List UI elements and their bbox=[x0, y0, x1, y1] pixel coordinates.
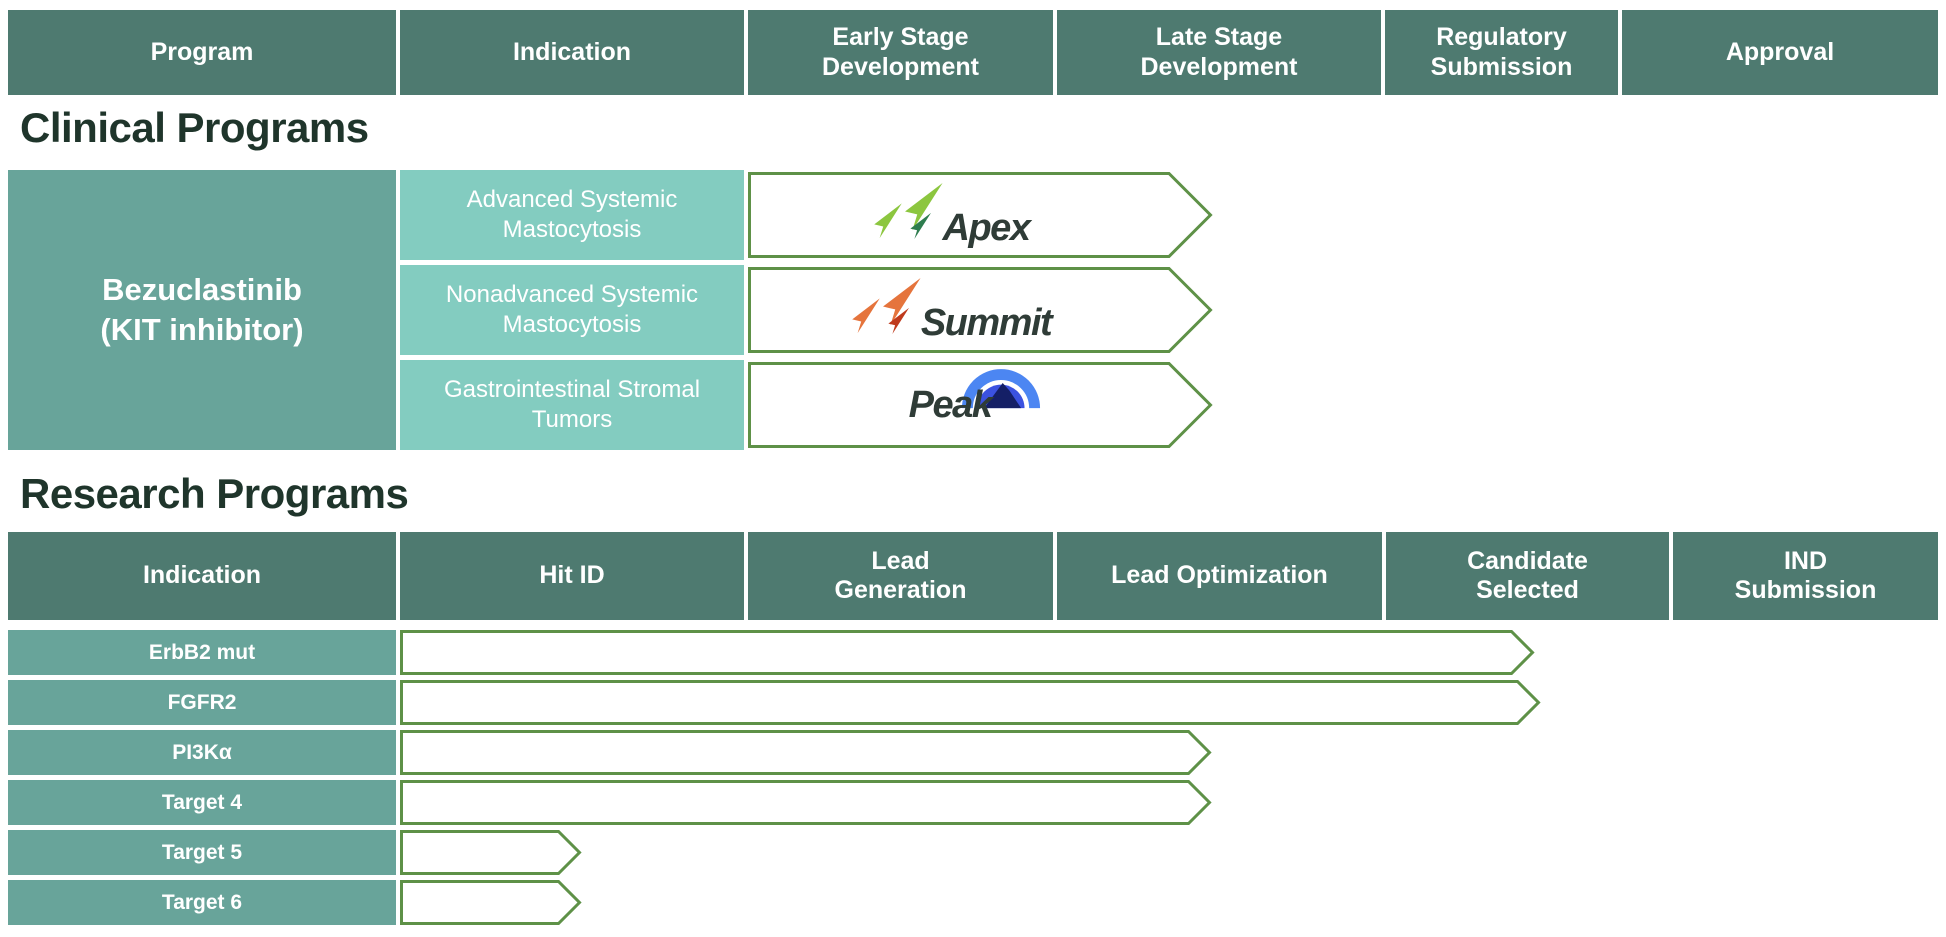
research-row-label-pi3k: PI3Kα bbox=[8, 730, 396, 775]
clinical-section-title: Clinical Programs bbox=[20, 104, 369, 151]
stage-progress-arrow-shape bbox=[400, 680, 1541, 725]
research-row-label-target-5: Target 5 bbox=[8, 830, 396, 875]
trial-logo-slot: Summit bbox=[748, 267, 1212, 353]
summit-trial-logo: Summit bbox=[849, 278, 1053, 344]
stage-progress-arrow-shape bbox=[748, 172, 1213, 258]
trial-name-label: Apex bbox=[942, 207, 1031, 249]
research-stage-arrow-fgfr2 bbox=[400, 680, 1541, 725]
stage-progress-arrow-shape bbox=[400, 830, 582, 875]
header-cell-late-stage-development: Late Stage Development bbox=[1057, 10, 1381, 95]
indication-cell-summit: Nonadvanced Systemic Mastocytosis bbox=[400, 265, 744, 355]
apex-darts-icon bbox=[873, 183, 943, 239]
header-cell-hit-id: Hit ID bbox=[400, 532, 744, 620]
program-cell-bezuclastinib: Bezuclastinib (KIT inhibitor) bbox=[8, 170, 396, 450]
clinical-stage-arrow-apex: Apex bbox=[748, 172, 1213, 258]
summit-darts-icon bbox=[852, 278, 921, 334]
indication-cell-apex: Advanced Systemic Mastocytosis bbox=[400, 170, 744, 260]
clinical-stage-arrow-peak: Peak bbox=[748, 362, 1213, 448]
clinical-stage-arrow-summit: Summit bbox=[748, 267, 1213, 353]
peak-mountain-arc-icon bbox=[961, 369, 1040, 409]
stage-progress-arrow-shape bbox=[748, 267, 1213, 353]
header-cell-lead-generation: Lead Generation bbox=[748, 532, 1053, 620]
header-cell-program: Program bbox=[8, 10, 396, 95]
research-row-label-erbb2-mut: ErbB2 mut bbox=[8, 630, 396, 675]
stage-progress-arrow-shape bbox=[400, 780, 1212, 825]
research-stage-arrow-pi3k bbox=[400, 730, 1212, 775]
research-stage-arrow-target-5 bbox=[400, 830, 582, 875]
research-row-label-target-4: Target 4 bbox=[8, 780, 396, 825]
research-row-label-fgfr2: FGFR2 bbox=[8, 680, 396, 725]
indication-cell-peak: Gastrointestinal Stromal Tumors bbox=[400, 360, 744, 450]
research-row-label-target-6: Target 6 bbox=[8, 880, 396, 925]
research-stage-arrow-target-4 bbox=[400, 780, 1212, 825]
peak-trial-logo: Peak bbox=[908, 369, 1040, 426]
header-cell-regulatory-submission: Regulatory Submission bbox=[1385, 10, 1618, 95]
header-cell-indication: Indication bbox=[400, 10, 744, 95]
stage-progress-arrow-shape bbox=[400, 730, 1212, 775]
research-stage-arrow-erbb2-mut bbox=[400, 630, 1535, 675]
research-section-title: Research Programs bbox=[20, 470, 409, 517]
trial-name-label: Summit bbox=[920, 302, 1053, 344]
research-stage-arrow-target-6 bbox=[400, 880, 582, 925]
stage-progress-arrow-shape bbox=[400, 880, 582, 925]
trial-logo-slot: Peak bbox=[748, 362, 1212, 448]
header-cell-lead-optimization: Lead Optimization bbox=[1057, 532, 1382, 620]
header-cell-early-stage-development: Early Stage Development bbox=[748, 10, 1053, 95]
header-cell-candidate-selected: Candidate Selected bbox=[1386, 532, 1669, 620]
trial-name-label: Peak bbox=[908, 384, 993, 426]
apex-trial-logo: Apex bbox=[871, 183, 1031, 249]
header-cell-approval: Approval bbox=[1622, 10, 1938, 95]
trial-logo-slot: Apex bbox=[748, 172, 1212, 258]
header-cell-ind-submission: IND Submission bbox=[1673, 532, 1938, 620]
header-cell-indication: Indication bbox=[8, 532, 396, 620]
stage-progress-arrow-shape bbox=[400, 630, 1535, 675]
